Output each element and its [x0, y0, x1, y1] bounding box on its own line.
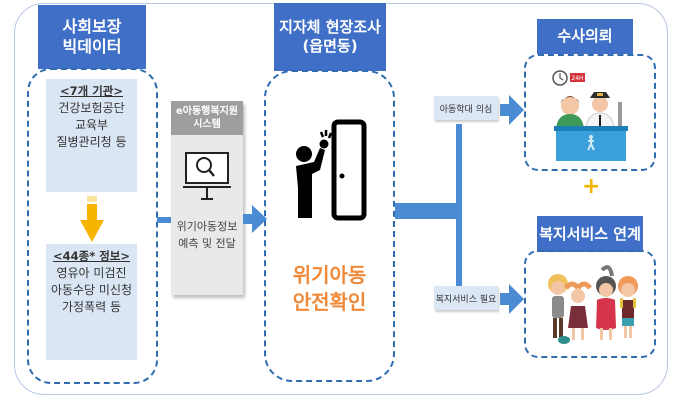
plus-icon: + [582, 174, 601, 199]
welfare-link-dashed-box [524, 250, 656, 358]
local-survey-header: 지자체 현장조사 (읍면동) [274, 3, 386, 71]
investigation-header: 수사의뢰 [537, 19, 633, 54]
agency-item: 건강보험공단 [58, 100, 125, 115]
arrow-right-icon [500, 284, 524, 314]
investigation-header-text: 수사의뢰 [557, 27, 613, 46]
arrow-down-icon [80, 196, 104, 242]
system-text-line2: 예측 및 전달 [178, 236, 236, 250]
welfare-link-header-text: 복지서비스 연계 [539, 224, 641, 243]
safety-check-text: 위기아동 안전확인 [264, 262, 395, 316]
big-data-header-line2: 빅데이터 [62, 37, 122, 56]
branch-abuse-text: 아동학대 의심 [439, 104, 493, 115]
safety-check-line2: 안전확인 [292, 290, 367, 314]
agency-item: 교육부 [74, 118, 109, 133]
system-header-line2: 시스템 [193, 119, 221, 130]
branch-welfare-label: 복지서비스 필요 [434, 286, 498, 310]
local-survey-header-line1: 지자체 현장조사 [279, 18, 381, 37]
branch-welfare-text: 복지서비스 필요 [435, 294, 497, 305]
info-box: <44종* 정보> 영유아 미검진 아동수당 미신청 가정폭력 등 [46, 244, 137, 360]
big-data-header-line1: 사회보장 [62, 17, 122, 36]
info-item: 아동수당 미신청 [50, 283, 133, 298]
info-item: 가정폭력 등 [61, 300, 121, 315]
arrow-right-icon [500, 95, 524, 125]
branch-abuse-label: 아동학대 의심 [434, 96, 498, 120]
branch-vertical-bar [456, 124, 462, 290]
connector-bar [157, 217, 171, 223]
system-text-line1: 위기아동정보 [176, 220, 238, 233]
arrow-right-icon [243, 205, 267, 233]
branch-main-bar [395, 203, 461, 219]
agencies-box: <7개 기관> 건강보험공단 교육부 질병관리청 등 [46, 79, 137, 192]
badge-24h-text: 24H [571, 75, 583, 82]
system-header: e아동행복지원 시스템 [171, 101, 243, 135]
investigation-dashed-box [524, 54, 656, 171]
big-data-header: 사회보장 빅데이터 [38, 5, 146, 69]
system-header-line1: e아동행복지원 [176, 106, 238, 117]
police-desk-icon: 24H [552, 70, 628, 161]
info-item: 영유아 미검진 [56, 265, 127, 280]
person-knocking-door-icon [296, 119, 367, 221]
agency-item: 질병관리청 등 [56, 135, 127, 150]
welfare-link-header: 복지서비스 연계 [537, 216, 643, 252]
system-box: e아동행복지원 시스템 위기아동정보 예측 및 전달 [171, 101, 243, 295]
agencies-title: <7개 기관> [59, 84, 124, 98]
monitor-search-icon [183, 152, 231, 200]
local-survey-dashed-box [264, 70, 395, 382]
local-survey-header-line2: (읍면동) [302, 37, 358, 55]
big-data-dashed-box [27, 68, 158, 384]
system-text: 위기아동정보 예측 및 전달 [171, 219, 243, 252]
children-group-icon [548, 265, 638, 344]
safety-check-line1: 위기아동 [292, 263, 367, 287]
info-title: <44종* 정보> [52, 249, 131, 263]
